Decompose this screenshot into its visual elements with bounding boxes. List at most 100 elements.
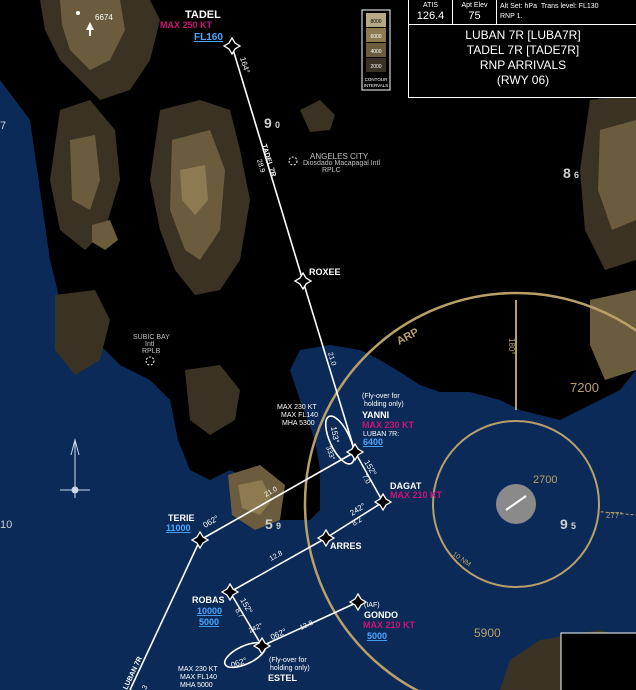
terie-name: TERIE — [168, 513, 195, 523]
title-line-3: RNP ARRIVALS — [479, 58, 567, 72]
estel-hold-fl: MAX FL140 — [180, 674, 217, 681]
title-line-4: (RWY 06) — [496, 73, 550, 87]
roxee-name: ROXEE — [309, 267, 341, 277]
tadel-leg-dist: 28.9 — [255, 159, 266, 174]
airport-icons — [145, 156, 298, 366]
apt-elev-label: Apt Elev — [461, 2, 488, 9]
estel-waypoint-icon — [252, 636, 272, 656]
dagat-name: DAGAT — [390, 481, 422, 491]
apt-elev-cell: Apt Elev 75 — [453, 0, 497, 24]
atis-label: ATIS — [422, 2, 439, 9]
gondo-iaf: (IAF) — [364, 602, 380, 609]
grid-90-sub: 0 — [275, 120, 280, 130]
title-line-1: LUBAN 7R [LUBA7R] — [465, 28, 581, 42]
tadel-name: TADEL — [185, 9, 221, 21]
dagat-waypoint-icon — [373, 492, 393, 512]
title-line-2: TADEL 7R [TADE7R] — [466, 43, 580, 57]
grid-90-main: 9 — [264, 115, 272, 131]
robas-altitude-1: 10000 — [197, 606, 222, 616]
angeles-name: ANGELES CITY — [310, 152, 369, 161]
msa-7200: 7200 — [570, 380, 599, 395]
grid-86-sub: 6 — [574, 170, 579, 180]
contour-legend: 8000 6000 4000 2000 CONTOUR INTERVALS — [361, 9, 391, 91]
yanni-name: YANNI — [362, 410, 389, 420]
yanni-note-2: holding only) — [364, 401, 404, 408]
robas-leg-dist: 8.7 — [233, 608, 244, 620]
grid-86-main: 8 — [563, 165, 571, 181]
alt-set: Alt Set: hPa — [500, 3, 537, 10]
gondo-waypoint-icon — [348, 592, 368, 612]
msa-2700: 2700 — [533, 474, 557, 486]
inset-box — [560, 632, 636, 690]
estel-note-1: (Fly-over for — [269, 657, 307, 664]
yanni-hold-mha: MHA 5300 — [282, 420, 315, 427]
subic-name: SUBIC BAY — [133, 334, 170, 341]
atis-cell: ATIS 126.4 — [409, 0, 453, 24]
grid-95-main: 9 — [560, 516, 568, 532]
legend-caption-2: INTERVALS — [364, 83, 389, 88]
yanni-hold-fl: MAX FL140 — [281, 412, 318, 419]
gondo-speed: MAX 210 KT — [363, 620, 416, 630]
grid-left-10: 10 — [0, 519, 12, 531]
grid-left-7: 7 — [0, 120, 6, 132]
estel-note-2: holding only) — [270, 665, 310, 672]
rnp-value: RNP 1. — [500, 13, 523, 20]
yanni-dagat-dist: 7.0 — [360, 474, 371, 486]
arres-name: ARRES — [330, 541, 362, 551]
estel-hold-speed: MAX 230 KT — [178, 666, 218, 673]
chart-header: ATIS 126.4 Apt Elev 75 Alt Set: hPa Tran… — [408, 0, 636, 98]
subic-intl: Intl — [145, 341, 155, 348]
roxee-waypoint-icon — [293, 271, 313, 291]
estel-name: ESTEL — [268, 673, 298, 683]
yanni-speed: MAX 230 KT — [362, 420, 415, 430]
peak-dot-icon — [76, 11, 80, 15]
grid-59-sub: 9 — [276, 521, 281, 531]
arp-bearing-north: 180° — [507, 338, 516, 355]
yanni-route-label: LUBAN 7R: — [363, 431, 399, 438]
atis-value: 126.4 — [416, 10, 445, 22]
tadel-altitude: FL160 — [194, 32, 223, 43]
legend-level-1: 8000 — [370, 19, 381, 25]
apt-elev-value: 75 — [468, 10, 481, 22]
peak-elevation: 6674 — [95, 13, 113, 22]
route-lines — [129, 45, 384, 690]
trans-level: Trans level: FL130 — [540, 3, 599, 10]
gondo-name: GONDO — [364, 610, 398, 620]
terie-waypoint-icon — [190, 530, 210, 550]
dagat-arres-dist: 8.2 — [351, 517, 363, 528]
yanni-note-1: (Fly-over for — [362, 393, 400, 400]
tadel-waypoint-icon — [222, 36, 242, 56]
bottom-leg-dist: 3 — [141, 684, 149, 690]
procedure-title: LUBAN 7R [LUBA7R] TADEL 7R [TADE7R] RNP … — [409, 28, 636, 88]
terie-altitude: 11000 — [166, 523, 191, 533]
grid-95-sub: 5 — [571, 521, 576, 531]
arres-waypoint-icon — [316, 528, 336, 548]
estel-hold-mha: MHA 5000 — [180, 682, 213, 689]
robas-altitude-2: 5000 — [199, 617, 219, 627]
subic-airport-icon — [145, 356, 155, 366]
legend-level-2: 6000 — [370, 34, 381, 40]
waypoint-symbols — [190, 36, 393, 656]
legend-caption-1: CONTOUR — [365, 77, 388, 82]
yanni-altitude: 6400 — [363, 437, 383, 447]
arp-bearing-east: 277° — [606, 511, 623, 520]
grid-59-main: 5 — [265, 516, 273, 532]
compass-rose-icon — [60, 438, 90, 498]
angeles-fullname: Diosdado Macapagal Intl — [303, 160, 380, 167]
robas-waypoint-icon — [220, 582, 240, 602]
header-info-row: ATIS 126.4 Apt Elev 75 Alt Set: hPa Tran… — [409, 0, 636, 25]
roxee-leg-dist: 21.0 — [326, 352, 337, 367]
legend-level-4: 2000 — [370, 64, 381, 70]
gondo-altitude: 5000 — [367, 631, 387, 641]
dagat-speed: MAX 210 KT — [390, 490, 443, 500]
altset-cell: Alt Set: hPa Trans level: FL130 RNP 1. — [497, 0, 636, 24]
yanni-waypoint-icon — [345, 442, 365, 462]
runway-icon — [505, 495, 527, 511]
yanni-hold-speed: MAX 230 KT — [277, 404, 317, 411]
msa-5900: 5900 — [474, 626, 501, 640]
subic-icao: RPLB — [142, 348, 161, 355]
angeles-icao: RPLC — [322, 167, 341, 174]
robas-name: ROBAS — [192, 595, 225, 605]
